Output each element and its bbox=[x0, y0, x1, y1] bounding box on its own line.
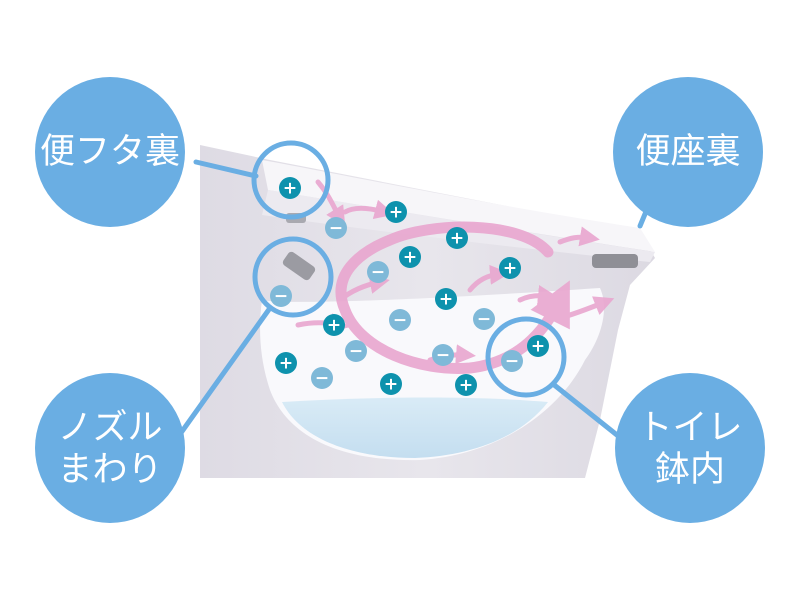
negative-ion-dot bbox=[345, 340, 367, 362]
callout-rings bbox=[251, 140, 567, 398]
callout-nozzle-area-line1: ノズル bbox=[57, 408, 162, 448]
negative-ion-3: − bbox=[270, 285, 292, 307]
positive-ion-4: + bbox=[399, 246, 421, 268]
positive-ion-2: + bbox=[385, 201, 407, 223]
positive-ion-sign: + bbox=[389, 203, 403, 223]
negative-ion-sign: − bbox=[477, 310, 491, 330]
positive-ion-dot bbox=[527, 335, 549, 357]
positive-ion-7: + bbox=[323, 314, 345, 336]
callout-nozzle-area: ノズル まわり bbox=[35, 373, 185, 523]
negative-ion-dot bbox=[311, 367, 333, 389]
positive-ion-dot bbox=[446, 227, 468, 249]
callout-seat-underside-label: 便座裏 bbox=[635, 132, 740, 172]
negative-ion-dot bbox=[501, 350, 523, 372]
positive-ion-3: + bbox=[446, 227, 468, 249]
positive-ion-sign: + bbox=[459, 376, 473, 396]
negative-ion-sign: − bbox=[436, 346, 450, 366]
negative-ion-5: − bbox=[473, 308, 495, 330]
airflow-arrow-center bbox=[467, 264, 510, 293]
positive-ion-sign: + bbox=[503, 259, 517, 279]
positive-ion-6: + bbox=[435, 288, 457, 310]
positive-ion-1: + bbox=[279, 177, 301, 199]
callout-toilet-bowl: トイレ 鉢内 bbox=[615, 373, 765, 523]
callout-toilet-bowl-line2: 鉢内 bbox=[655, 450, 725, 490]
positive-ion-dot bbox=[435, 288, 457, 310]
negative-ion-dot bbox=[367, 261, 389, 283]
negative-ion-2: − bbox=[367, 261, 389, 283]
negative-ion-sign: − bbox=[371, 263, 385, 283]
seat-vent bbox=[592, 254, 638, 268]
ring-lid-underside bbox=[251, 140, 331, 220]
negative-ion-dot bbox=[270, 285, 292, 307]
negative-ion-dot bbox=[473, 308, 495, 330]
positive-ion-sign: + bbox=[283, 179, 297, 199]
positive-ion-dot bbox=[455, 374, 477, 396]
negative-ion-dot bbox=[389, 309, 411, 331]
bowl-water bbox=[282, 397, 548, 458]
ring-nozzle-area bbox=[252, 236, 334, 318]
positive-ion-dot bbox=[275, 352, 297, 374]
negative-ion-sign: − bbox=[274, 287, 288, 307]
positive-ion-sign: + bbox=[384, 375, 398, 395]
negative-ion-dot bbox=[325, 217, 347, 239]
positive-ion-dot bbox=[499, 257, 521, 279]
airflow-arrow-upper-mid bbox=[342, 199, 395, 220]
positive-ion-dot bbox=[380, 373, 402, 395]
negative-ion-sign: − bbox=[315, 369, 329, 389]
negative-ion-8: − bbox=[311, 367, 333, 389]
airflow-arrow-right-mid bbox=[517, 285, 558, 305]
positive-ion-dot bbox=[399, 246, 421, 268]
negative-ion-9: − bbox=[501, 350, 523, 372]
positive-ion-sign: + bbox=[279, 354, 293, 374]
callout-lid-underside: 便フタ裏 bbox=[35, 77, 185, 227]
positive-ion-sign: + bbox=[531, 337, 545, 357]
negative-ion-6: − bbox=[345, 340, 367, 362]
negative-ion-sign: − bbox=[393, 311, 407, 331]
negative-ion-sign: − bbox=[505, 352, 519, 372]
positive-ion-dot bbox=[279, 177, 301, 199]
positive-ion-dot bbox=[323, 314, 345, 336]
ring-toilet-bowl bbox=[485, 316, 567, 398]
positive-ion-5: + bbox=[499, 257, 521, 279]
positive-ion-sign: + bbox=[403, 248, 417, 268]
airflow-arrow-lid bbox=[315, 179, 346, 227]
positive-ion-sign: + bbox=[450, 229, 464, 249]
toilet-lid bbox=[262, 160, 655, 252]
negative-ion-sign: − bbox=[329, 219, 343, 239]
callout-nozzle-area-line2: まわり bbox=[57, 450, 162, 490]
leader-nozzle-area bbox=[175, 305, 273, 440]
airflow-arrow-seat bbox=[557, 226, 600, 247]
positive-ion-11: + bbox=[527, 335, 549, 357]
negative-ion-sign: − bbox=[349, 342, 363, 362]
callout-seat-underside: 便座裏 bbox=[613, 77, 763, 227]
callout-lid-underside-label: 便フタ裏 bbox=[40, 132, 180, 172]
negative-ion-4: − bbox=[389, 309, 411, 331]
callout-toilet-bowl-line1: トイレ bbox=[637, 408, 742, 448]
positive-ion-8: + bbox=[275, 352, 297, 374]
positive-ion-sign: + bbox=[439, 290, 453, 310]
airflow-arrow-bowl-right bbox=[557, 296, 615, 321]
positive-ion-dot bbox=[385, 201, 407, 223]
positive-ion-10: + bbox=[455, 374, 477, 396]
positive-ion-9: + bbox=[380, 373, 402, 395]
negative-ion-dot bbox=[432, 344, 454, 366]
positive-ion-sign: + bbox=[327, 316, 341, 336]
negative-ion-1: − bbox=[325, 217, 347, 239]
leader-lid-underside bbox=[193, 159, 259, 179]
negative-ion-7: − bbox=[432, 344, 454, 366]
ion-particles: +++++++++++−−−−−−−−− bbox=[270, 177, 549, 396]
